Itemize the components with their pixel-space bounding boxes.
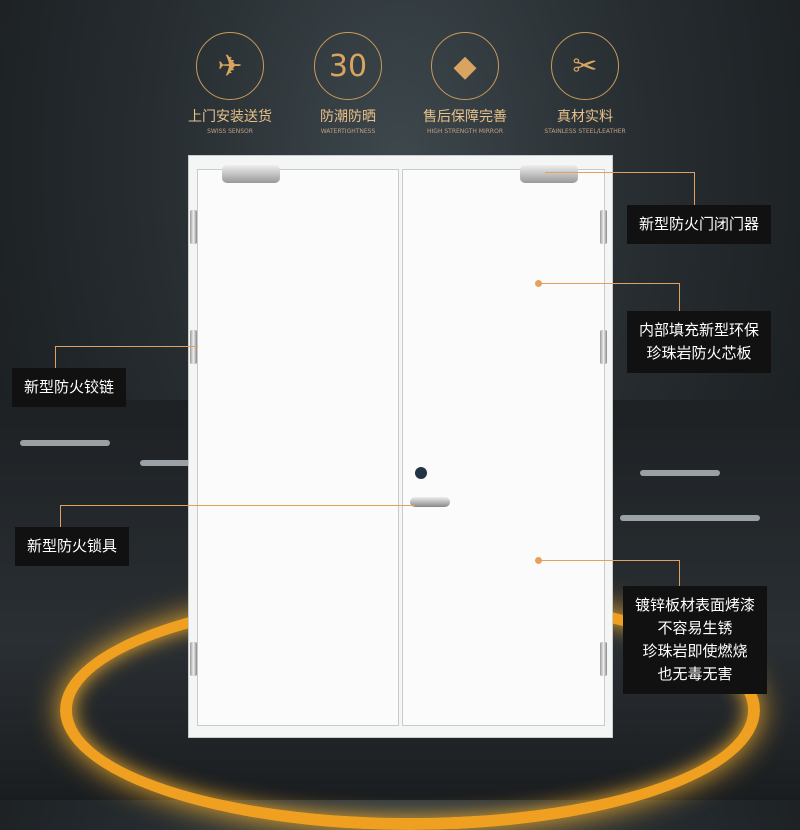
waves-30-icon: 30	[314, 32, 382, 100]
right-door-leaf	[402, 169, 605, 726]
fire-door	[188, 155, 613, 738]
keyhole-icon	[415, 467, 427, 479]
feature-materials: ✂ 真材实料 STAINLESS STEEL/LEATHER	[530, 32, 640, 135]
door-closer-right	[520, 165, 578, 183]
door-handle	[410, 497, 450, 507]
feature-subtitle: SWISS SENSOR	[207, 128, 253, 135]
callout-text: 镀锌板材表面烤漆	[635, 596, 756, 614]
marker-dot	[535, 557, 542, 564]
callout-lock: 新型防火锁具	[15, 527, 130, 566]
callout-text: 新型防火门闭门器	[639, 215, 760, 233]
airplane-icon: ✈	[196, 32, 264, 100]
hinge	[190, 210, 197, 244]
feature-subtitle: WATERTIGHTNESS	[320, 128, 376, 135]
hinge	[190, 330, 197, 364]
callout-text: 珍珠岩即使燃烧	[642, 642, 748, 660]
feature-title: 防潮防晒	[320, 109, 376, 125]
hinge	[600, 330, 607, 364]
feature-delivery: ✈ 上门安装送货 SWISS SENSOR	[175, 32, 285, 135]
hinge	[600, 210, 607, 244]
marker-dot	[535, 280, 542, 287]
hinge	[600, 642, 607, 676]
callout-core: 内部填充新型环保 珍珠岩防火芯板	[627, 311, 772, 373]
callout-text: 新型防火锁具	[27, 537, 118, 555]
callout-hinge: 新型防火铰链	[12, 368, 127, 407]
feature-title: 售后保障完善	[423, 109, 507, 125]
hinge	[190, 642, 197, 676]
floor-light	[20, 440, 110, 446]
feature-moisture: 30 防潮防晒 WATERTIGHTNESS	[293, 32, 403, 135]
floor-light	[640, 470, 720, 476]
floor-light	[620, 515, 760, 521]
tools-icon: ✂	[551, 32, 619, 100]
callout-door-closer: 新型防火门闭门器	[627, 205, 772, 244]
diamond-icon: ◆	[431, 32, 499, 100]
callout-text: 不容易生锈	[657, 619, 733, 637]
feature-aftersales: ◆ 售后保障完善 HIGH STRENGTH MIRROR	[410, 32, 520, 135]
callout-surface: 镀锌板材表面烤漆 不容易生锈 珍珠岩即使燃烧 也无毒无害	[623, 586, 768, 694]
feature-subtitle: STAINLESS STEEL/LEATHER	[544, 128, 626, 135]
callout-text: 珍珠岩防火芯板	[646, 344, 752, 362]
feature-title: 上门安装送货	[188, 109, 272, 125]
door-closer-left	[222, 165, 280, 183]
floor-light	[140, 460, 190, 466]
callout-text: 内部填充新型环保	[639, 321, 760, 339]
feature-subtitle: HIGH STRENGTH MIRROR	[427, 128, 503, 135]
left-door-leaf	[197, 169, 399, 726]
callout-text: 也无毒无害	[657, 665, 733, 683]
callout-text: 新型防火铰链	[24, 378, 115, 396]
feature-title: 真材实料	[557, 109, 613, 125]
